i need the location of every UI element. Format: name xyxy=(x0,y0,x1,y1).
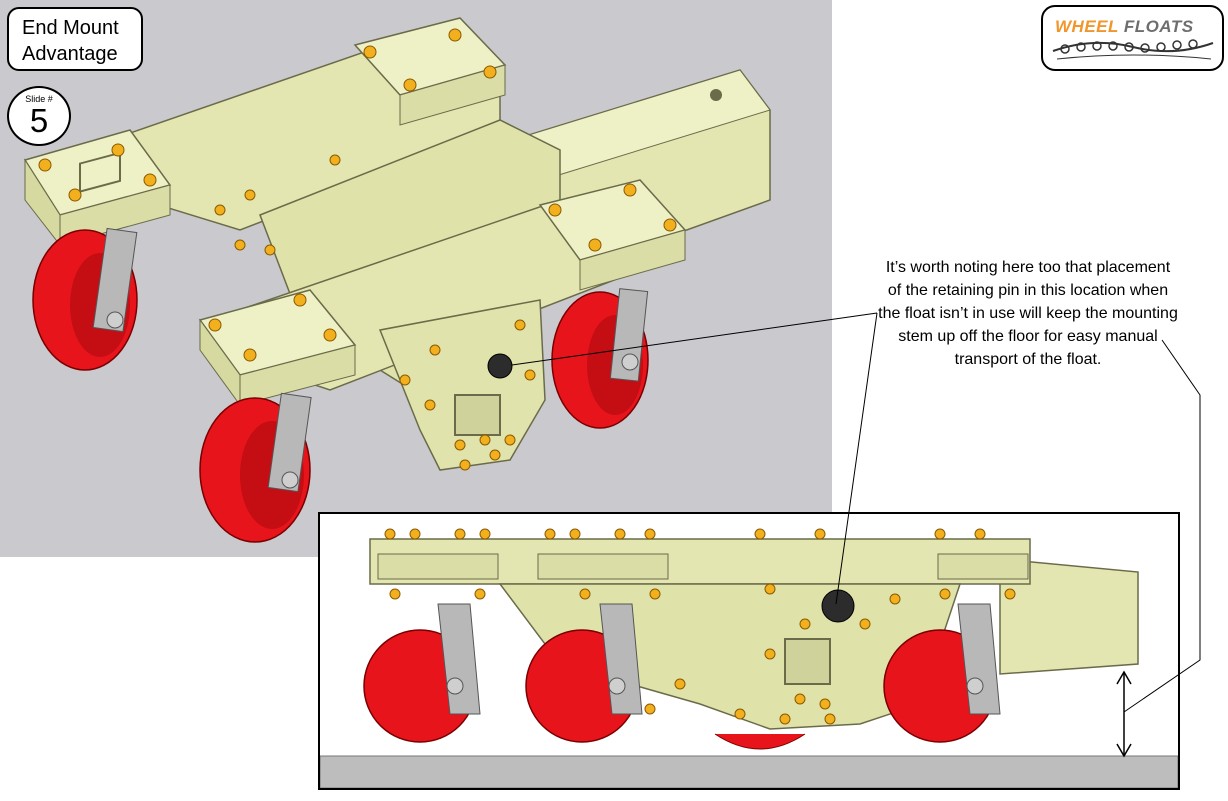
slide-title-line1: End Mount xyxy=(22,17,119,39)
logo-wave-icon xyxy=(1052,39,1214,60)
wheel-float-isometric-illustration xyxy=(23,17,771,543)
side-view-render-panel xyxy=(318,512,1180,790)
slide-number: 5 xyxy=(29,102,49,139)
slide-title-line2: Advantage xyxy=(22,43,118,65)
logo-wordmark: WHEEL FLOATS xyxy=(1055,17,1194,37)
wheel-float-side-illustration xyxy=(320,528,1178,788)
logo-word-floats: FLOATS xyxy=(1123,17,1194,36)
slide-number-badge: Slide # 5 xyxy=(7,86,71,146)
slide-number-label: Slide # xyxy=(25,94,53,104)
callout-note: It’s worth noting here too that placemen… xyxy=(878,259,1178,368)
logo-word-wheel: WHEEL xyxy=(1055,17,1119,36)
isometric-render-panel xyxy=(0,0,832,557)
slide-title-box: End Mount Advantage xyxy=(7,7,143,71)
wheel-floats-logo: WHEEL FLOATS xyxy=(1041,5,1224,71)
